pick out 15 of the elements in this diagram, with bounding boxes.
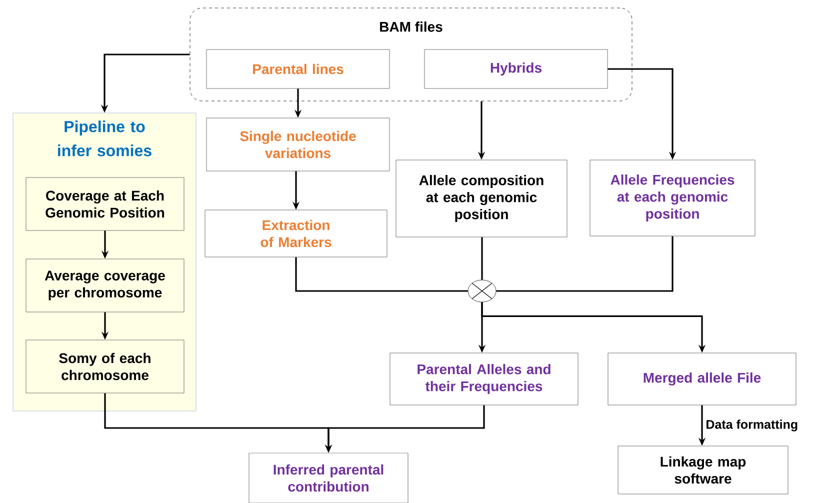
merge-symbol — [468, 280, 496, 302]
edge-label: Data formatting — [706, 420, 798, 432]
process-box: Extraction of Markers — [204, 210, 388, 258]
process-box: Allele Frequencies at each genomic position — [590, 160, 756, 236]
process-box: Merged allele File — [608, 352, 796, 406]
process-box: Parental Alleles and their Frequencies — [390, 352, 578, 406]
process-box: Inferred parental contribution — [248, 452, 408, 503]
step-box: Coverage at Each Genomic Position — [26, 177, 184, 231]
step-box: Average coverage per chromosome — [26, 258, 184, 312]
process-box: Parental lines — [206, 49, 390, 89]
process-box: Single nucleotide variations — [206, 118, 390, 172]
step-box: Somy of each chromosome — [26, 340, 184, 394]
process-box: Linkage map software — [618, 446, 788, 494]
process-box: Hybrids — [424, 49, 608, 89]
process-box: Allele composition at each genomic position — [396, 160, 568, 238]
